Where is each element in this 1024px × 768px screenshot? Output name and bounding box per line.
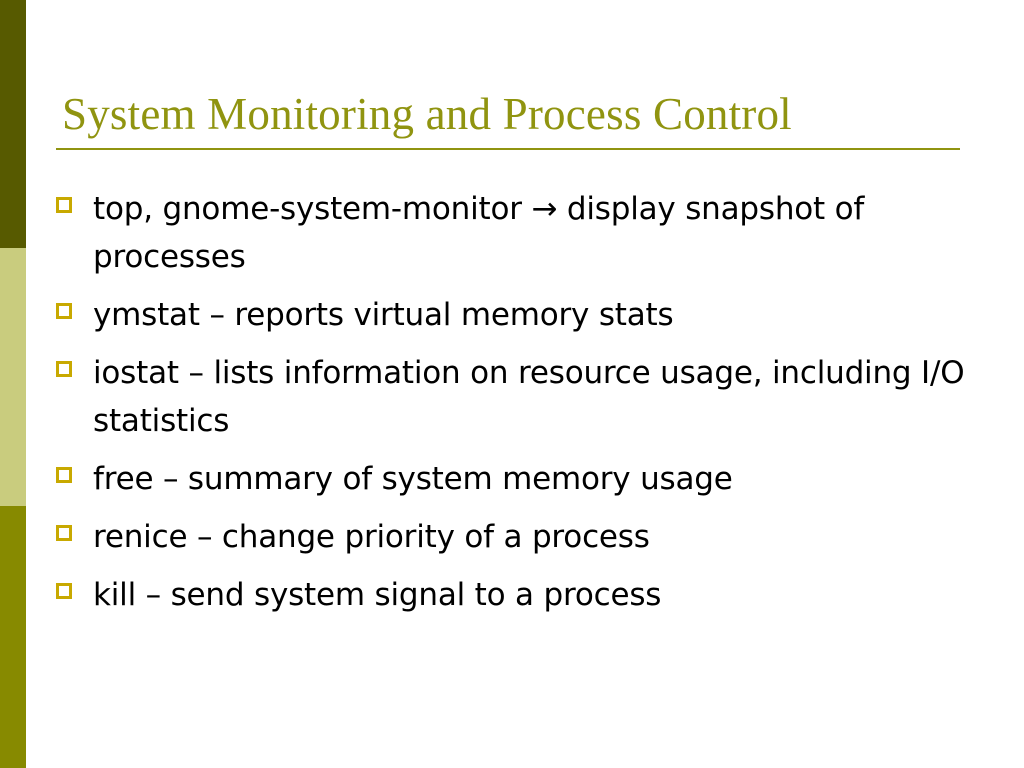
list-item: iostat – lists information on resource u… (56, 349, 986, 445)
square-bullet-icon (56, 197, 72, 213)
list-item: top, gnome-system-monitor → display snap… (56, 185, 986, 281)
list-item: ymstat – reports virtual memory stats (56, 291, 986, 339)
square-bullet-icon (56, 467, 72, 483)
sidebar-band-top (0, 0, 26, 248)
bullet-list: top, gnome-system-monitor → display snap… (56, 185, 986, 629)
list-item-text: iostat – lists information on resource u… (93, 355, 965, 439)
square-bullet-icon (56, 583, 72, 599)
square-bullet-icon (56, 525, 72, 541)
list-item: free – summary of system memory usage (56, 455, 986, 503)
square-bullet-icon (56, 361, 72, 377)
list-item: renice – change priority of a process (56, 513, 986, 561)
title-block: System Monitoring and Process Control (56, 88, 960, 150)
list-item: kill – send system signal to a process (56, 571, 986, 619)
list-item-text: ymstat – reports virtual memory stats (93, 297, 674, 333)
list-item-text: kill – send system signal to a process (93, 577, 662, 613)
page-title: System Monitoring and Process Control (62, 89, 792, 139)
list-item-text: top, gnome-system-monitor → display snap… (93, 191, 865, 275)
sidebar-band-bottom (0, 506, 26, 768)
title-underline (56, 148, 960, 150)
square-bullet-icon (56, 303, 72, 319)
list-item-text: renice – change priority of a process (93, 519, 650, 555)
list-item-text: free – summary of system memory usage (93, 461, 733, 497)
sidebar-band-middle (0, 248, 26, 506)
